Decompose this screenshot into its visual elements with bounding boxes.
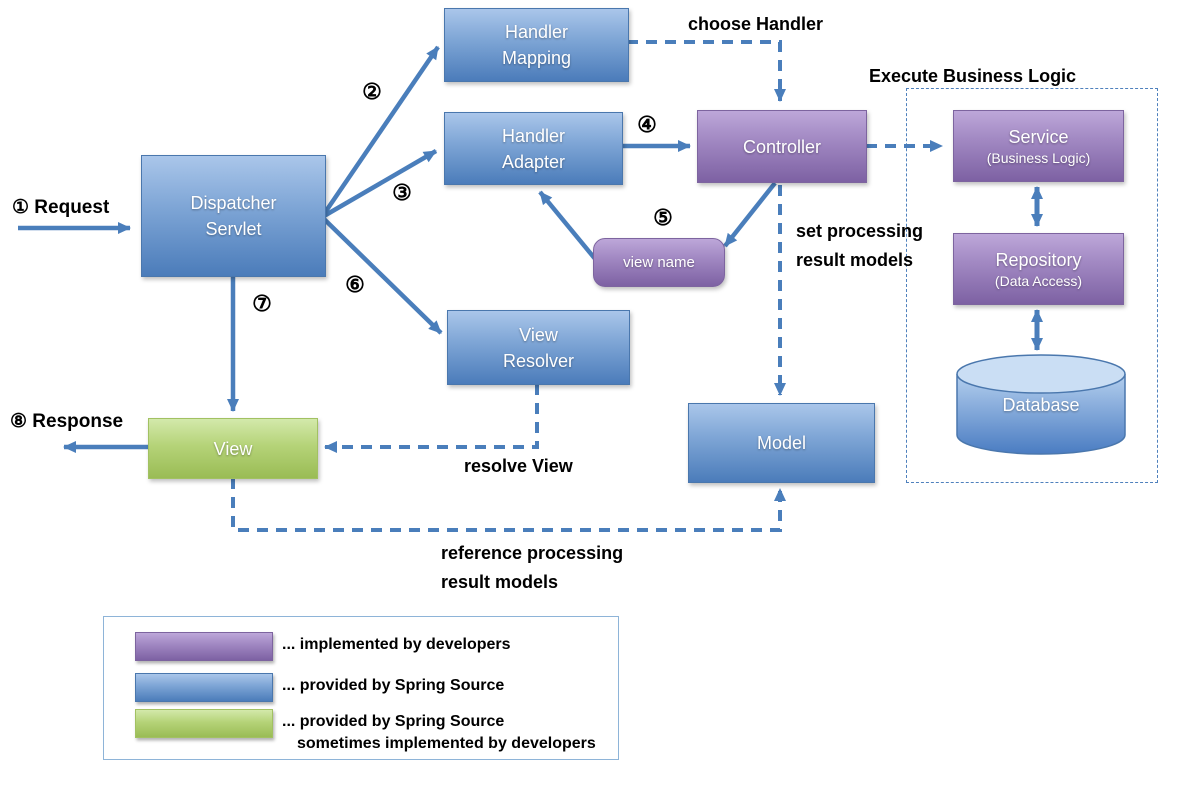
node-service: Service (Business Logic) — [953, 110, 1124, 182]
legend-swatch-blue — [135, 673, 273, 702]
database-cylinder-icon — [956, 354, 1126, 455]
step-5-badge: ⑤ — [653, 205, 673, 230]
repository-label: Repository — [995, 249, 1082, 270]
legend: ... implemented by developers ... provid… — [103, 616, 619, 760]
arrow-step6-to-view-resolver — [322, 217, 443, 335]
step-7-badge: ⑦ — [252, 291, 272, 316]
node-view: View — [148, 418, 318, 479]
node-view-name: view name — [593, 238, 725, 287]
request-annotation: ① Request — [12, 197, 110, 218]
node-model: Model — [688, 403, 875, 483]
node-database: Database — [955, 353, 1127, 457]
service-sublabel: (Business Logic) — [986, 149, 1091, 166]
handler-mapping-label: Handler Mapping — [501, 22, 572, 68]
reference-models-annotation: reference processing result models — [441, 543, 624, 592]
view-resolver-label: View Resolver — [502, 324, 575, 371]
repository-sublabel: (Data Access) — [994, 272, 1083, 289]
step-4-badge: ④ — [637, 112, 657, 137]
step-2-badge: ② — [362, 79, 382, 104]
legend-label-sometimes: sometimes implemented by developers — [297, 735, 596, 752]
legend-label-provided: ... provided by Spring Source — [282, 677, 505, 694]
legend-label-provided-green: ... provided by Spring Source — [282, 713, 505, 730]
node-handler-adapter: Handler Adapter — [444, 112, 623, 185]
node-repository: Repository (Data Access) — [953, 233, 1124, 305]
database-label: Database — [1002, 395, 1080, 415]
response-annotation: ⑧ Response — [10, 411, 124, 432]
execute-business-logic-title: Execute Business Logic — [869, 66, 1077, 86]
arrow-resolve-view — [324, 384, 539, 453]
node-controller: Controller — [697, 110, 867, 183]
execute-business-logic-boundary — [906, 88, 1158, 483]
service-label: Service — [1008, 126, 1069, 147]
view-name-label: view name — [623, 253, 695, 271]
arrow-view-name-to-handler-adapter — [538, 190, 598, 262]
step-6-badge: ⑥ — [345, 272, 365, 297]
choose-handler-annotation: choose Handler — [688, 14, 824, 34]
arrow-controller-to-view-name — [723, 181, 777, 248]
arrow-reference-models — [231, 478, 786, 532]
resolve-view-annotation: resolve View — [464, 456, 573, 476]
node-dispatcher-servlet: Dispatcher Servlet — [141, 155, 326, 277]
legend-label-implemented: ... implemented by developers — [282, 636, 511, 653]
step-3-badge: ③ — [392, 180, 412, 205]
node-view-resolver: View Resolver — [447, 310, 630, 385]
arrow-choose-handler — [627, 40, 786, 102]
handler-adapter-label: Handler Adapter — [501, 125, 566, 172]
arrow-step3-to-handler-adapter — [322, 149, 438, 218]
legend-swatch-green — [135, 709, 273, 738]
legend-swatch-purple — [135, 632, 273, 661]
arrow-step2-to-handler-mapping — [322, 45, 440, 216]
model-label: Model — [756, 433, 807, 453]
controller-label: Controller — [742, 136, 822, 157]
set-processing-annotation: set processing result models — [796, 221, 924, 270]
dispatcher-servlet-label: Dispatcher Servlet — [190, 193, 277, 239]
node-handler-mapping: Handler Mapping — [444, 8, 629, 82]
view-label: View — [213, 438, 253, 459]
